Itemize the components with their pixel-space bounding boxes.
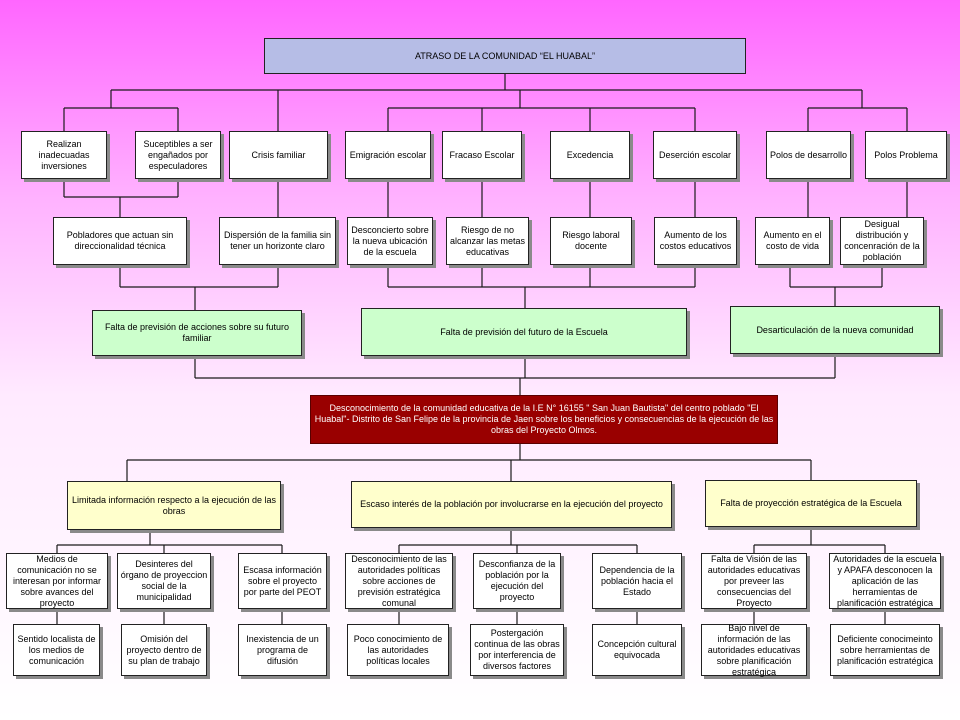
effect2-teacher-labor-risk: Riesgo laboral docente (550, 217, 632, 265)
effect2-cost-of-living: Aumento en el costo de vida (755, 217, 830, 265)
cause-state-dependence: Dependencia de la población hacia el Est… (592, 553, 682, 609)
cause2-works-postponement: Postergación continua de las obras por i… (470, 624, 564, 676)
cause-municipal-disinterest: Desinteres del órgano de proyeccion soci… (117, 553, 211, 609)
cause-apafa-planning-tools: Autoridades de la escuela y APAFA descon… (829, 553, 941, 609)
effect2-educational-costs: Aumento de los costos educativos (654, 217, 737, 265)
cause2-project-omitted: Omisión del proyecto dentro de su plan d… (121, 624, 207, 676)
cause2-no-dissemination-program: Inexistencia de un programa de difusión (238, 624, 327, 676)
summary-school-future: Falta de previsión del futuro de la Escu… (361, 308, 687, 356)
effect-excess: Excedencia (550, 131, 630, 179)
cause-population-distrust: Desconfianza de la población por la ejec… (473, 553, 561, 609)
effect-development-poles: Polos de desarrollo (766, 131, 851, 179)
summary-family-future: Falta de previsión de acciones sobre su … (92, 310, 302, 356)
effect-school-emigration: Emigración escolar (345, 131, 431, 179)
cause2-wrong-cultural-conception: Concepción cultural equivocada (592, 624, 682, 676)
effect2-population-distribution: Desigual distribución y concenración de … (840, 217, 924, 265)
cause-group-low-interest: Escaso interés de la población por invol… (351, 481, 672, 528)
effect-dropout: Deserción escolar (653, 131, 737, 179)
effect-problem-poles: Polos Problema (865, 131, 947, 179)
title-box: ATRASO DE LA COMUNIDAD “EL HUABAL” (264, 38, 746, 74)
effect-susceptible-speculators: Suceptibles a ser engañados por especula… (135, 131, 221, 179)
cause2-low-information-education-authorities: Bajo nivel de información de las autorid… (701, 623, 807, 677)
effect2-no-technical-direction: Pobladores que actuan sin direccionalida… (53, 217, 187, 265)
effect2-school-location-confusion: Desconcierto sobre la nueva ubicación de… (347, 217, 433, 265)
summary-community-disarticulation: Desarticulación de la nueva comunidad (730, 306, 940, 354)
effect2-family-dispersion: Dispersión de la familia sin tener un ho… (219, 217, 336, 265)
cause2-little-knowledge-local-authorities: Poco conocimiento de las autoridades pol… (347, 624, 449, 676)
cause-political-authorities-unaware: Desconocimiento de las autoridades polít… (345, 553, 453, 609)
effect2-educational-goals-risk: Riesgo de no alcanzar las metas educativ… (446, 217, 529, 265)
cause-group-no-strategic-projection: Falta de proyección estratégica de la Es… (705, 480, 917, 527)
cause-media-not-interested: Medios de comunicación no se interesan p… (6, 553, 108, 609)
cause-peot-scarce-information: Escasa información sobre el proyecto por… (238, 553, 327, 609)
cause-group-limited-information: Limitada información respecto a la ejecu… (67, 481, 281, 530)
cause2-localist-media: Sentido localista de los medios de comun… (13, 624, 100, 676)
effect-family-crisis: Crisis familiar (229, 131, 328, 179)
effect-school-failure: Fracaso Escolar (442, 131, 522, 179)
effect-inadequate-investments: Realizan inadecuadas inversiones (21, 131, 107, 179)
cause-education-authorities-vision: Falta de Visión de las autoridades educa… (701, 553, 807, 609)
cause2-deficient-tools-knowledge: Deficiente conocimeinto sobre herramient… (830, 624, 940, 676)
central-problem: Desconocimiento de la comunidad educativ… (310, 395, 778, 444)
